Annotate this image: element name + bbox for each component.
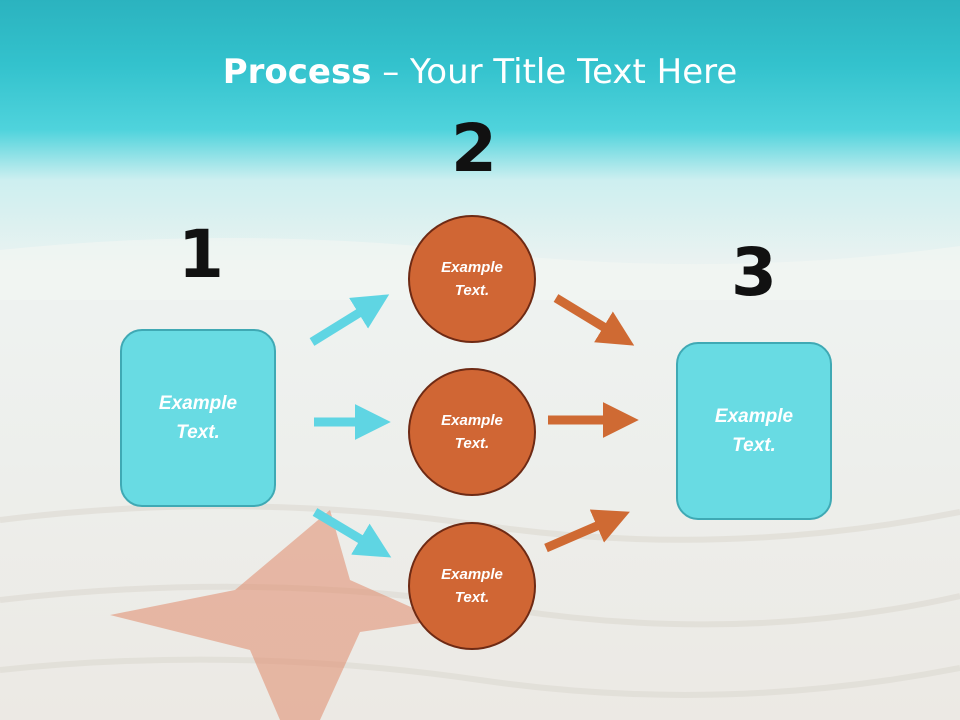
circle-bottom-label: Example Text.	[441, 566, 503, 606]
slide-title: Process – Your Title Text Here	[0, 52, 960, 92]
circle-middle-label: Example Text.	[441, 412, 503, 452]
circle-top: Example Text.	[408, 215, 536, 343]
step-3-number: 3	[731, 234, 777, 311]
circle-middle: Example Text.	[408, 368, 536, 496]
circle-top-label: Example Text.	[441, 259, 503, 299]
arrow-up-right-teal	[309, 294, 390, 346]
arrow-down-right-orange	[553, 294, 635, 346]
left-step-label: Example Text.	[158, 393, 238, 443]
step-2-number: 2	[451, 110, 497, 187]
starfish-image	[110, 510, 440, 720]
left-step-box: Example Text.	[120, 329, 276, 507]
title-bold: Process	[222, 52, 372, 92]
arrow-up-right-orange	[544, 509, 630, 553]
right-step-label: Example Text.	[714, 406, 794, 456]
circle-bottom: Example Text.	[408, 522, 536, 650]
step-1-number: 1	[178, 216, 224, 293]
arrow-down-right-teal	[312, 508, 392, 558]
right-step-box: Example Text.	[676, 342, 832, 520]
title-rest: – Your Title Text Here	[371, 52, 738, 92]
